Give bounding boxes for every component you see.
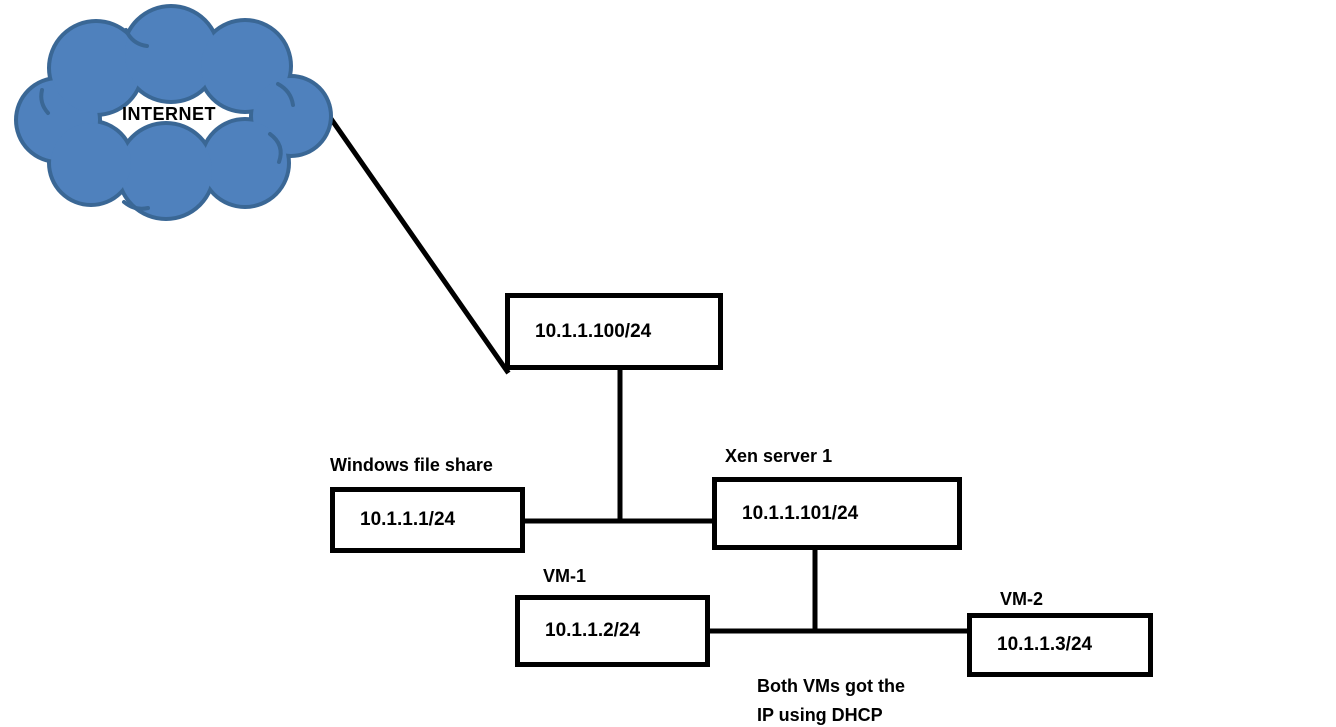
- cloud-curl-details: [39, 28, 295, 211]
- gateway-ip: 10.1.1.100/24: [535, 320, 652, 342]
- file-share-label: Windows file share: [330, 455, 493, 475]
- dhcp-note: Both VMs got the IP using DHCP: [757, 672, 905, 727]
- internet-cloud: INTERNET: [8, 4, 333, 221]
- xen-server-node: 10.1.1.101/24: [712, 477, 962, 550]
- xen-server-label: Xen server 1: [725, 446, 833, 466]
- internet-label: INTERNET: [122, 104, 216, 124]
- file-share-node: 10.1.1.1/24: [330, 487, 525, 553]
- gateway-node: 10.1.1.100/24: [505, 293, 723, 370]
- vm1-label: VM-1: [543, 566, 587, 586]
- cloud-shape: [14, 4, 333, 221]
- xen-server-ip: 10.1.1.101/24: [742, 502, 859, 524]
- connector-internet-to-gateway: [323, 109, 511, 375]
- dhcp-note-line2: IP using DHCP: [757, 705, 883, 725]
- file-share-ip: 10.1.1.1/24: [360, 509, 456, 530]
- vm1-ip: 10.1.1.2/24: [545, 620, 641, 641]
- vm2-label: VM-2: [1000, 589, 1044, 609]
- vm1-node: 10.1.1.2/24: [515, 595, 710, 667]
- vm2-ip: 10.1.1.3/24: [997, 634, 1093, 655]
- dhcp-note-line1: Both VMs got the: [757, 676, 905, 696]
- vm2-node: 10.1.1.3/24: [967, 613, 1153, 677]
